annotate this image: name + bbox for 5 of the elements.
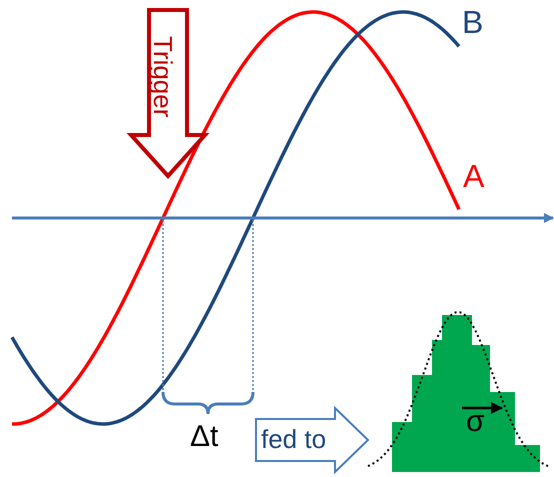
- interval-label: Δt: [190, 422, 218, 452]
- curve-label: A: [463, 160, 484, 192]
- sigma-label: σ: [466, 407, 485, 437]
- curve-label: B: [462, 6, 484, 38]
- arrow-label: fed to: [261, 426, 326, 452]
